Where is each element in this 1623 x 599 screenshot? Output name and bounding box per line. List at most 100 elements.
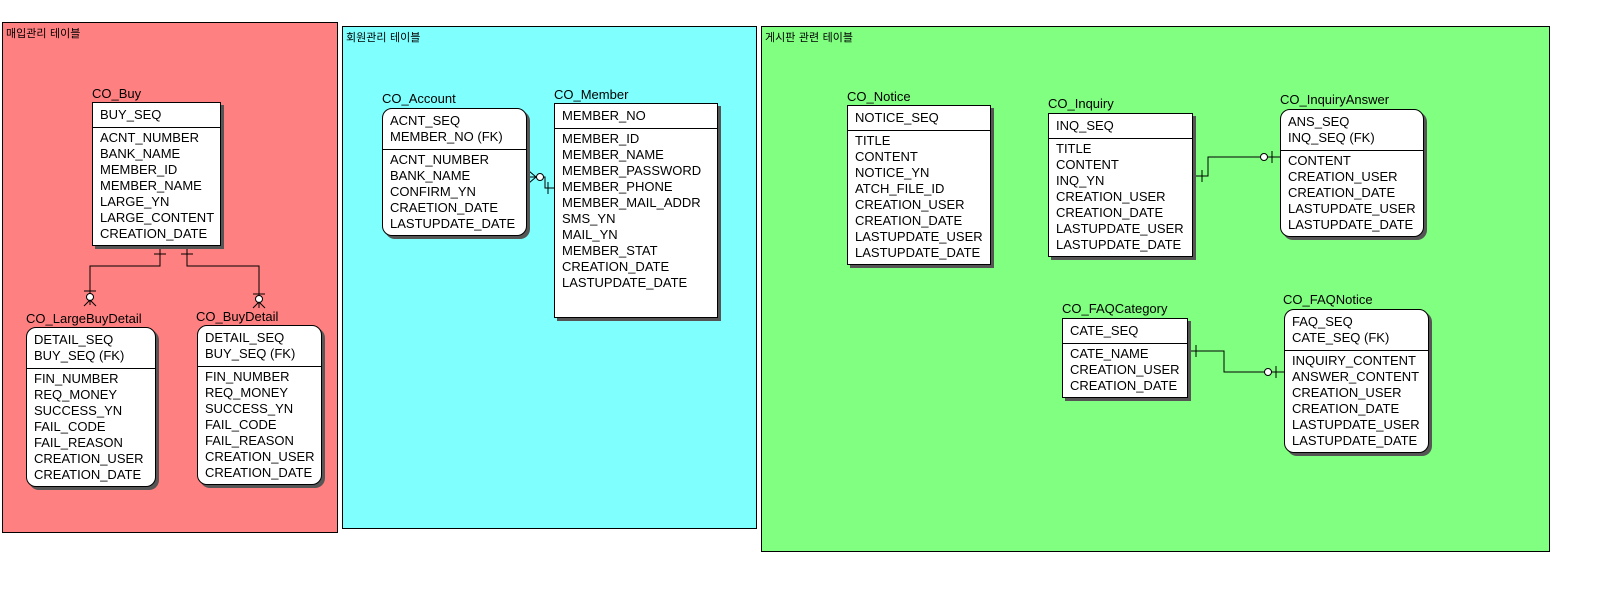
attribute-section: FIN_NUMBER REQ_MONEY SUCCESS_YN FAIL_COD… [27,369,155,486]
table-name: CO_Buy [92,86,142,101]
attribute: LASTUPDATE_DATE [1292,433,1418,448]
primary-key-section: MEMBER_NO [555,104,717,129]
attribute: MEMBER_ID [100,162,178,177]
attribute-section: INQUIRY_CONTENT ANSWER_CONTENT CREATION_… [1285,351,1428,452]
key-attribute: MEMBER_NO [562,108,646,123]
attribute: INQUIRY_CONTENT [1292,353,1416,368]
attribute: REQ_MONEY [205,385,289,400]
attribute: CONTENT [855,149,918,164]
primary-key-section: FAQ_SEQ CATE_SEQ (FK) [1285,310,1428,351]
attribute: CREATION_USER [34,451,144,466]
key-attribute: CATE_SEQ [1070,323,1139,338]
key-attribute: ANS_SEQ [1288,114,1350,129]
attribute: ATCH_FILE_ID [855,181,945,196]
key-attribute: INQ_SEQ [1056,118,1114,133]
attribute: CREATION_USER [1288,169,1398,184]
key-attribute: DETAIL_SEQ [205,330,285,345]
attribute: LASTUPDATE_DATE [1288,217,1414,232]
entity-co-inquiry[interactable]: INQ_SEQ TITLE CONTENT INQ_YN CREATION_US… [1048,113,1193,257]
attribute-section: ACNT_NUMBER BANK_NAME CONFIRM_YN CRAETIO… [383,150,526,235]
table-name: CO_Member [554,87,629,102]
attribute: CREATION_DATE [562,259,670,274]
primary-key-section: CATE_SEQ [1063,319,1187,344]
key-attribute: ACNT_SEQ [390,113,461,128]
primary-key-section: NOTICE_SEQ [848,106,990,131]
key-attribute: NOTICE_SEQ [855,110,939,125]
attribute: LASTUPDATE_DATE [855,245,981,260]
attribute: CREATION_USER [205,449,315,464]
attribute: CREATION_DATE [1070,378,1178,393]
entity-co-member[interactable]: MEMBER_NO MEMBER_ID MEMBER_NAME MEMBER_P… [554,103,718,318]
attribute: CONTENT [1056,157,1119,172]
attribute: CREATION_USER [1070,362,1180,377]
attribute: CREATION_DATE [1056,205,1164,220]
key-attribute: MEMBER_NO (FK) [390,129,503,144]
attribute-section: MEMBER_ID MEMBER_NAME MEMBER_PASSWORD ME… [555,129,717,294]
attribute-section: CONTENT CREATION_USER CREATION_DATE LAST… [1281,151,1423,236]
attribute: CREATION_USER [1056,189,1166,204]
attribute: MEMBER_NAME [100,178,202,193]
attribute: CONTENT [1288,153,1351,168]
area-title: 게시판 관련 테이블 [765,31,853,44]
key-attribute: BUY_SEQ [100,107,162,122]
area-title: 회원관리 테이블 [346,31,421,44]
attribute: CREATION_DATE [100,226,208,241]
attribute: LASTUPDATE_DATE [1056,237,1182,252]
attribute: FIN_NUMBER [205,369,290,384]
table-name: CO_Account [382,91,456,106]
primary-key-section: BUY_SEQ [93,103,220,128]
attribute: LASTUPDATE_USER [1056,221,1184,236]
entity-co-buydetail[interactable]: DETAIL_SEQ BUY_SEQ (FK) FIN_NUMBER REQ_M… [197,325,322,485]
attribute: CREATION_DATE [1292,401,1400,416]
attribute-section: ACNT_NUMBER BANK_NAME MEMBER_ID MEMBER_N… [93,128,220,245]
attribute: MEMBER_MAIL_ADDR [562,195,701,210]
key-attribute: BUY_SEQ (FK) [34,348,125,363]
entity-co-buy[interactable]: BUY_SEQ ACNT_NUMBER BANK_NAME MEMBER_ID … [92,102,221,246]
attribute: MAIL_YN [562,227,618,242]
entity-co-account[interactable]: ACNT_SEQ MEMBER_NO (FK) ACNT_NUMBER BANK… [382,108,527,236]
entity-co-faqnotice[interactable]: FAQ_SEQ CATE_SEQ (FK) INQUIRY_CONTENT AN… [1284,309,1429,453]
table-name: CO_FAQNotice [1283,292,1373,307]
attribute: LASTUPDATE_DATE [390,216,516,231]
table-name: CO_FAQCategory [1062,301,1168,316]
attribute: MEMBER_NAME [562,147,664,162]
attribute: SMS_YN [562,211,616,226]
table-name: CO_BuyDetail [196,309,279,324]
attribute: MEMBER_ID [562,131,640,146]
attribute: NOTICE_YN [855,165,930,180]
entity-co-notice[interactable]: NOTICE_SEQ TITLE CONTENT NOTICE_YN ATCH_… [847,105,991,265]
attribute: FAIL_REASON [34,435,123,450]
table-name: CO_Notice [847,89,911,104]
attribute: SUCCESS_YN [34,403,123,418]
attribute: CATE_NAME [1070,346,1149,361]
attribute-section: CATE_NAME CREATION_USER CREATION_DATE [1063,344,1187,397]
attribute: LARGE_CONTENT [100,210,215,225]
table-name: CO_InquiryAnswer [1280,92,1390,107]
entity-co-largebuydetail[interactable]: DETAIL_SEQ BUY_SEQ (FK) FIN_NUMBER REQ_M… [26,327,156,487]
attribute: LASTUPDATE_USER [1292,417,1420,432]
attribute: CONFIRM_YN [390,184,476,199]
key-attribute: CATE_SEQ (FK) [1292,330,1390,345]
attribute: INQ_YN [1056,173,1105,188]
attribute: CREATION_USER [1292,385,1402,400]
attribute-section: TITLE CONTENT INQ_YN CREATION_USER CREAT… [1049,139,1192,256]
attribute: LASTUPDATE_DATE [562,275,688,290]
attribute: LARGE_YN [100,194,170,209]
attribute: CRAETION_DATE [390,200,499,215]
attribute-section: TITLE CONTENT NOTICE_YN ATCH_FILE_ID CRE… [848,131,990,264]
attribute: CREATION_DATE [34,467,142,482]
area-title: 매입관리 테이블 [6,27,81,40]
attribute: BANK_NAME [100,146,181,161]
entity-co-inquiryanswer[interactable]: ANS_SEQ INQ_SEQ (FK) CONTENT CREATION_US… [1280,109,1424,237]
attribute: CREATION_DATE [1288,185,1396,200]
attribute: MEMBER_PHONE [562,179,673,194]
table-name: CO_LargeBuyDetail [26,311,142,326]
primary-key-section: INQ_SEQ [1049,114,1192,139]
key-attribute: DETAIL_SEQ [34,332,114,347]
entity-co-faqcategory[interactable]: CATE_SEQ CATE_NAME CREATION_USER CREATIO… [1062,318,1188,398]
key-attribute: INQ_SEQ (FK) [1288,130,1375,145]
primary-key-section: ACNT_SEQ MEMBER_NO (FK) [383,109,526,150]
attribute: FAIL_CODE [205,417,277,432]
primary-key-section: DETAIL_SEQ BUY_SEQ (FK) [198,326,321,367]
attribute: TITLE [855,133,891,148]
